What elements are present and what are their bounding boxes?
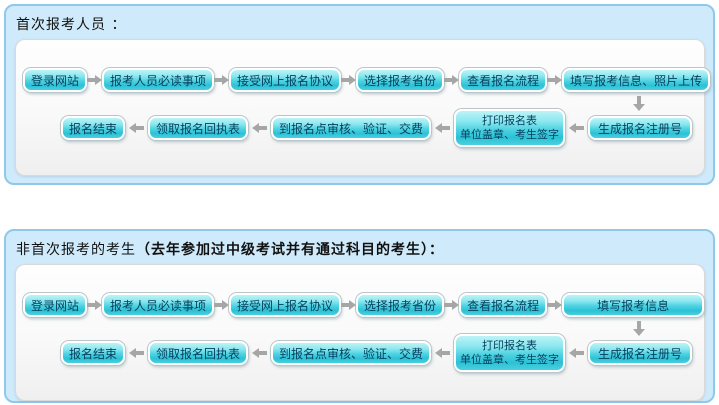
first-time-flowchart: 登录网站 报考人员必读事项 接受网上报名协议 选择报考省份 查看报名流程 填写报… (15, 39, 711, 176)
non-first-time-bottom-row: 报名结束 领取报名回执表 到报名点审核、验证、交费 打印报名表 单位盖章、考生签… (23, 334, 692, 372)
arrow-left-icon (251, 347, 267, 359)
flow-step-review-verify-pay: 到报名点审核、验证、交费 (270, 341, 431, 365)
non-first-time-title-bold: （去年参加过中级考试并有通过科目的考生）： (136, 242, 444, 258)
flow-step-print-sign: 打印报名表 单位盖章、考生签字 (454, 334, 565, 372)
first-time-panel-title: 首次报考人员 ： (16, 14, 126, 34)
arrow-left-icon (435, 347, 450, 359)
arrow-right-icon (444, 299, 460, 311)
first-time-bottom-row: 报名结束 领取报名回执表 到报名点审核、验证、交费 打印报名表 单位盖章、考生签… (23, 109, 692, 147)
flow-step-view-process: 查看报名流程 (459, 68, 548, 92)
arrow-left-icon (128, 122, 144, 134)
arrow-right-icon (214, 74, 230, 86)
flow-step-fill-info: 填写报考信息 (562, 293, 705, 317)
non-first-time-panel: 非首次报考的考生（去年参加过中级考试并有通过科目的考生）： 登录网站 报考人员必… (4, 229, 715, 403)
arrow-right-icon (547, 74, 563, 86)
flow-step-must-read: 报考人员必读事项 (102, 293, 215, 317)
flow-step-receipt: 领取报名回执表 (147, 341, 248, 365)
non-first-time-panel-title: 非首次报考的考生（去年参加过中级考试并有通过科目的考生）： (16, 239, 444, 259)
flow-step-login: 登录网站 (23, 68, 88, 92)
print-sign-line1: 打印报名表 (482, 113, 537, 127)
flow-step-finish: 报名结束 (60, 116, 125, 140)
arrow-right-icon (87, 74, 103, 86)
flow-step-receipt: 领取报名回执表 (147, 116, 248, 140)
print-sign-line1: 打印报名表 (482, 338, 537, 352)
non-first-time-flowchart: 登录网站 报考人员必读事项 接受网上报名协议 选择报考省份 查看报名流程 填写报… (15, 264, 705, 401)
first-time-top-row: 登录网站 报考人员必读事项 接受网上报名协议 选择报考省份 查看报名流程 填写报… (23, 68, 711, 92)
flow-step-view-process: 查看报名流程 (459, 293, 548, 317)
arrow-right-icon (214, 299, 230, 311)
flow-step-login: 登录网站 (23, 293, 88, 317)
arrow-left-icon (569, 347, 584, 359)
flow-step-fill-info-photo: 填写报考信息、照片上传 (562, 68, 711, 92)
arrow-left-icon (251, 122, 267, 134)
flow-step-must-read: 报考人员必读事项 (102, 68, 215, 92)
arrow-left-icon (435, 122, 450, 134)
arrow-right-icon (341, 299, 357, 311)
arrow-left-icon (128, 347, 144, 359)
flow-step-province: 选择报考省份 (356, 68, 445, 92)
arrow-right-icon (341, 74, 357, 86)
flow-step-register-number: 生成报名注册号 (588, 116, 692, 140)
first-time-title-text: 首次报考人员 ： (16, 17, 127, 33)
arrow-right-icon (87, 299, 103, 311)
flow-step-review-verify-pay: 到报名点审核、验证、交费 (270, 116, 431, 140)
first-time-panel: 首次报考人员 ： 登录网站 报考人员必读事项 接受网上报名协议 选择报考省份 查… (4, 4, 715, 185)
arrow-left-icon (569, 122, 584, 134)
print-sign-line2: 单位盖章、考生签字 (460, 128, 559, 141)
non-first-time-top-row: 登录网站 报考人员必读事项 接受网上报名协议 选择报考省份 查看报名流程 填写报… (23, 293, 705, 317)
flow-step-register-number: 生成报名注册号 (588, 341, 692, 365)
flow-step-agreement: 接受网上报名协议 (229, 293, 342, 317)
arrow-right-icon (444, 74, 460, 86)
print-sign-line2: 单位盖章、考生签字 (460, 353, 559, 366)
flow-step-province: 选择报考省份 (356, 293, 445, 317)
flow-step-agreement: 接受网上报名协议 (229, 68, 342, 92)
non-first-time-title-text: 非首次报考的考生 (16, 242, 136, 258)
flow-step-finish: 报名结束 (60, 341, 125, 365)
arrow-right-icon (547, 299, 563, 311)
flow-step-print-sign: 打印报名表 单位盖章、考生签字 (454, 109, 565, 147)
arrow-down-icon (632, 321, 646, 337)
arrow-down-icon (632, 96, 646, 112)
